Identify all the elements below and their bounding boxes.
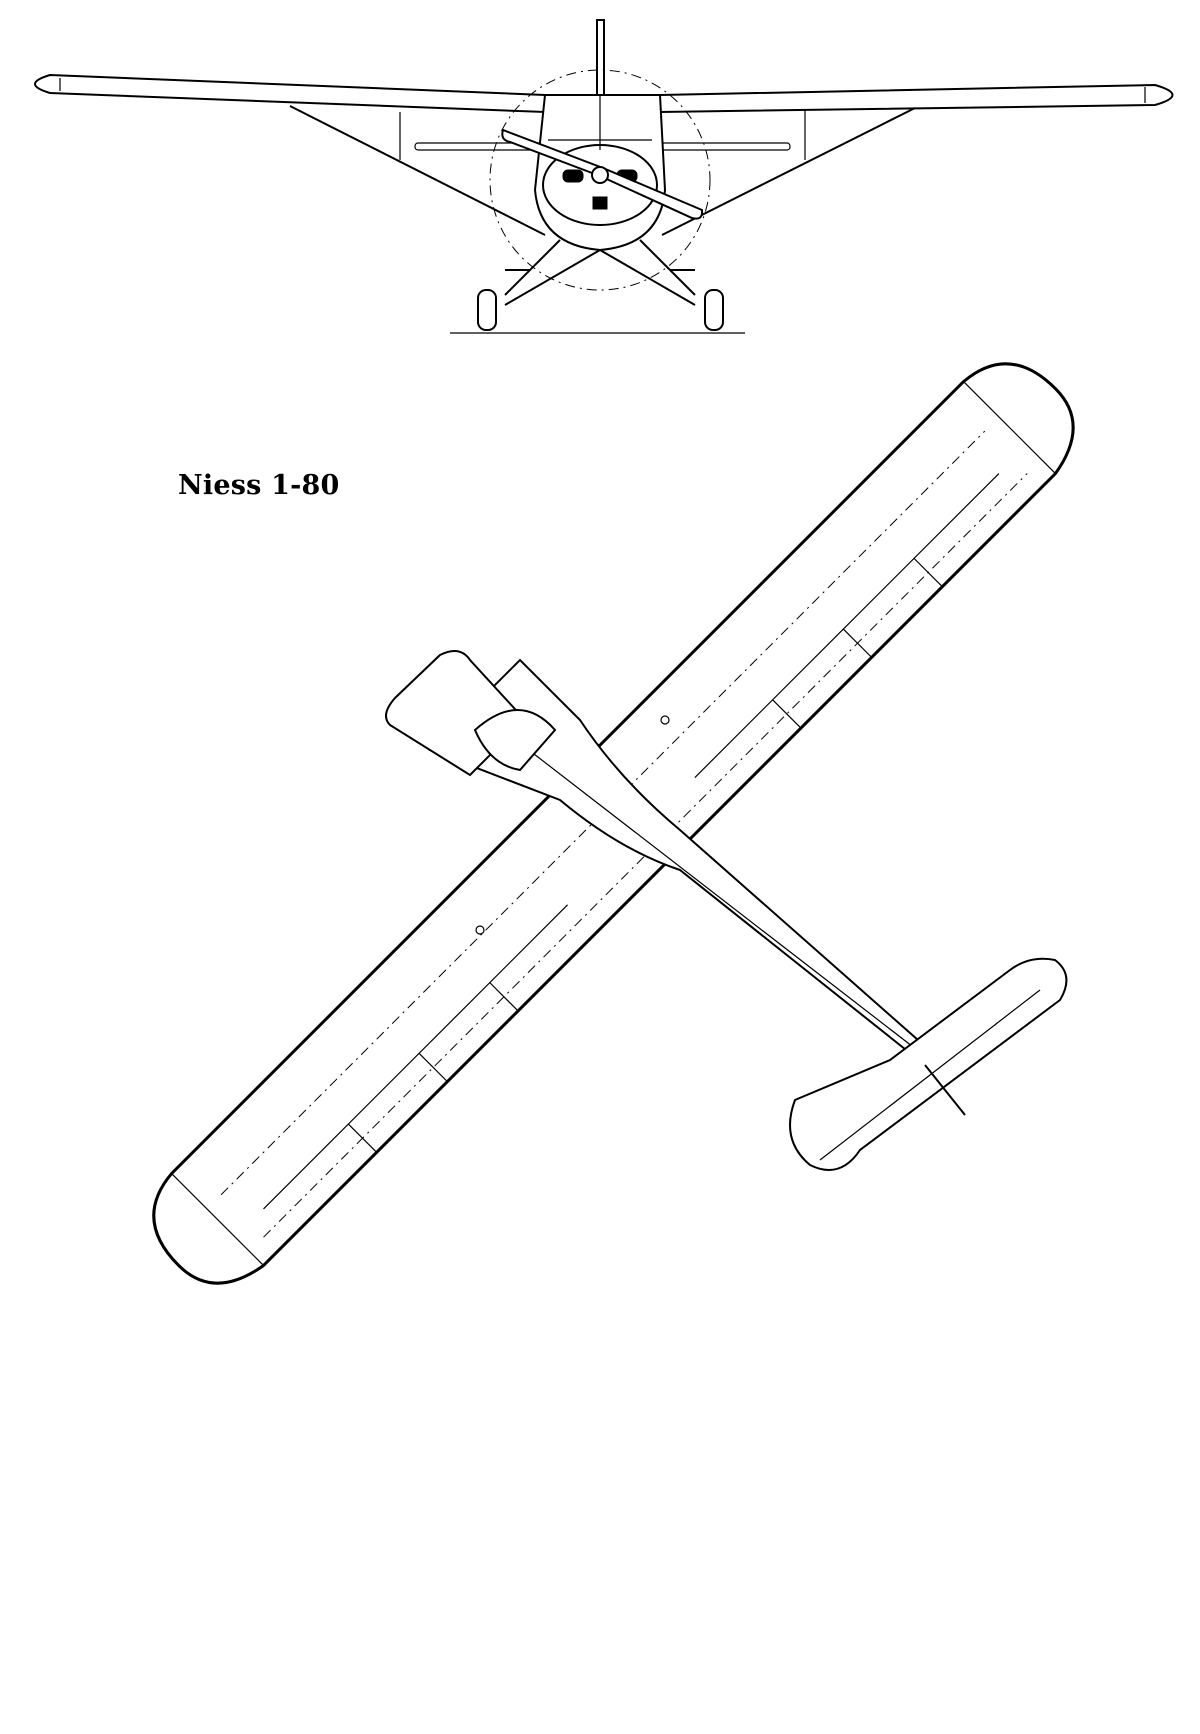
front-left-strut: [289, 105, 546, 236]
front-landing-gear: [504, 239, 696, 306]
front-left-wing: [34, 73, 546, 114]
front-fin: [596, 19, 605, 101]
top-fuselage: [428, 658, 937, 1067]
top-horizontal-tail: [789, 957, 1068, 1171]
top-view: [152, 362, 1075, 1285]
front-view: [34, 19, 1174, 334]
front-left-wheel: [477, 289, 497, 331]
front-right-wheel: [704, 289, 724, 331]
front-right-wing: [659, 83, 1174, 114]
front-prop-disc: [489, 69, 711, 291]
drawing-title: Niess 1-80: [178, 470, 340, 501]
front-right-strut: [661, 107, 916, 236]
